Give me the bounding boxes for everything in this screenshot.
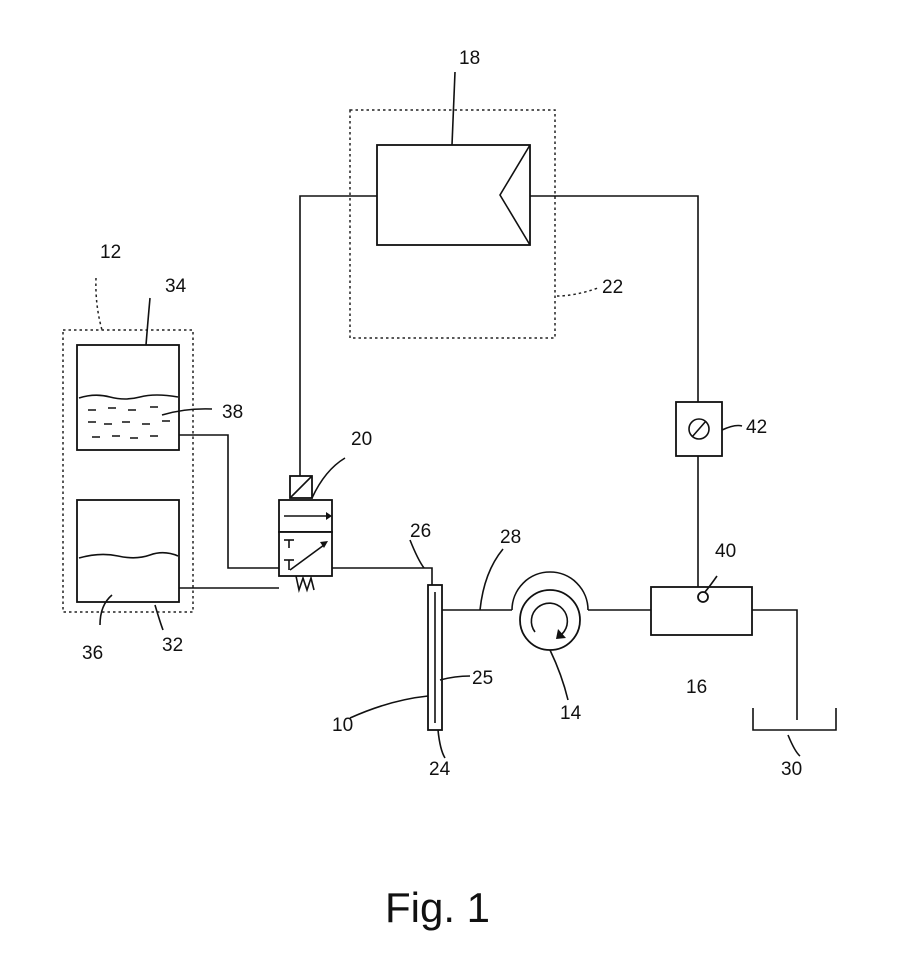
label-28: 28	[500, 527, 521, 548]
label-22: 22	[602, 277, 623, 298]
label-12: 12	[100, 242, 121, 263]
label-36: 36	[82, 643, 103, 664]
flow-lines	[179, 196, 797, 720]
label-24: 24	[429, 759, 451, 780]
label-10: 10	[332, 715, 353, 736]
label-32: 32	[162, 635, 183, 656]
drain-vessel-30	[753, 708, 836, 730]
label-38: 38	[222, 402, 243, 423]
figure-caption: Fig. 1	[385, 884, 490, 931]
label-16: 16	[686, 677, 707, 698]
meter-42	[676, 402, 722, 456]
label-34: 34	[165, 276, 187, 297]
label-42: 42	[746, 417, 767, 438]
sensor-element-10	[428, 585, 442, 730]
unit-18	[377, 145, 530, 245]
label-40: 40	[715, 541, 736, 562]
label-30: 30	[781, 759, 802, 780]
label-20: 20	[351, 429, 372, 450]
reservoir-32	[77, 500, 179, 602]
unit-16	[651, 587, 752, 635]
label-14: 14	[560, 703, 582, 724]
label-26: 26	[410, 521, 431, 542]
label-25: 25	[472, 668, 493, 689]
pump-14	[512, 572, 588, 650]
reservoir-34	[77, 345, 179, 450]
label-18: 18	[459, 48, 480, 69]
valve-20	[279, 476, 332, 590]
